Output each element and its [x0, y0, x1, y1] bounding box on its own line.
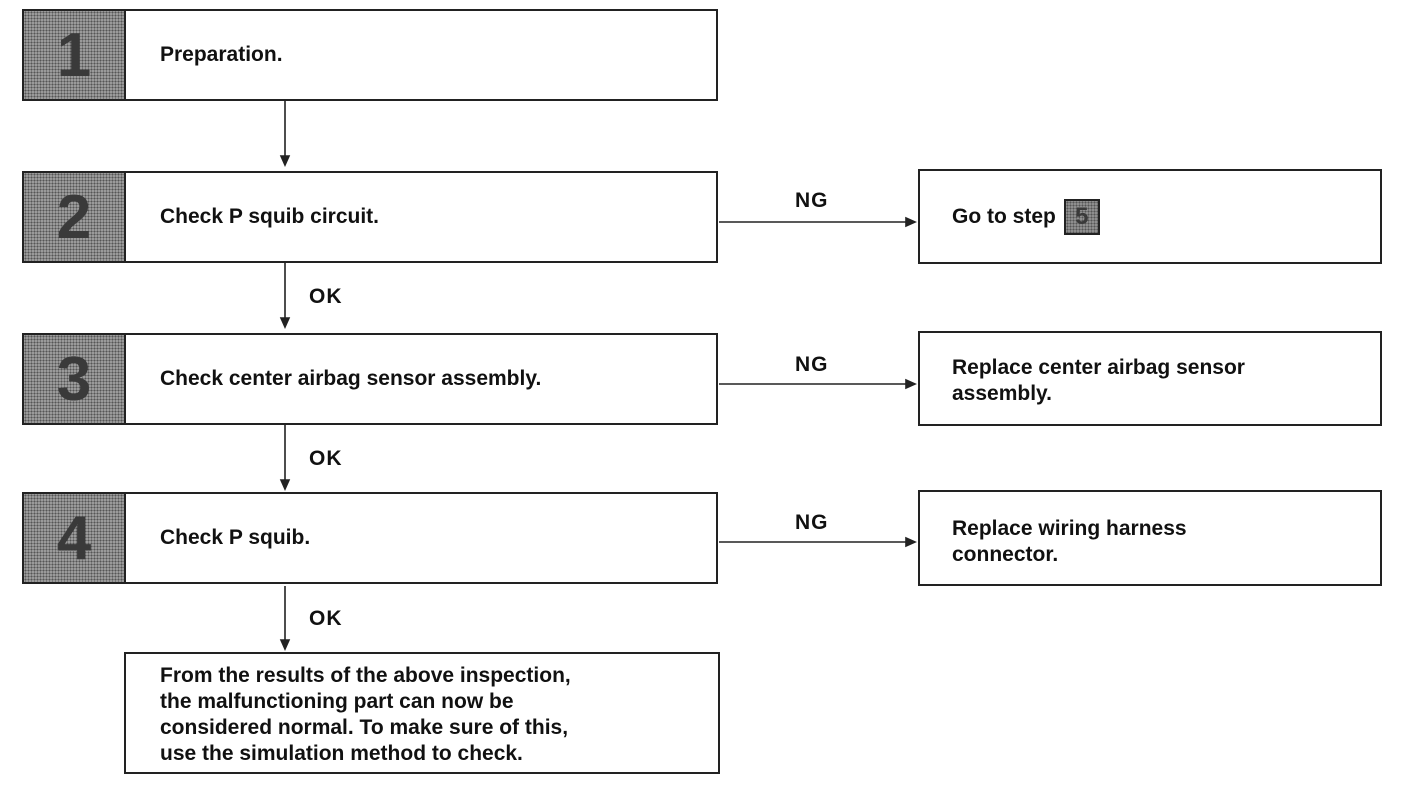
ng-label-4: NG: [795, 511, 829, 534]
result-step-3-line2: assembly.: [952, 382, 1053, 405]
ng-label-2: NG: [795, 189, 829, 212]
final-note-line1: From the results of the above inspection…: [160, 664, 571, 687]
final-note-line4: use the simulation method to check.: [160, 742, 523, 765]
step-3-number: 3: [24, 335, 126, 423]
final-note-line2: the malfunctioning part can now be: [160, 690, 514, 713]
final-note-box: From the results of the above inspection…: [124, 652, 720, 774]
step-4-box: 4 Check P squib.: [22, 492, 718, 584]
step-4-label: Check P squib.: [160, 526, 311, 549]
step-1-label: Preparation.: [160, 43, 283, 66]
result-step-2-text: Go to step: [952, 204, 1056, 228]
ng-label-3: NG: [795, 353, 829, 376]
result-step-4-line1: Replace wiring harness: [952, 517, 1187, 540]
ok-label-2: OK: [309, 285, 343, 308]
ok-label-3: OK: [309, 447, 343, 470]
step-2-number: 2: [24, 173, 126, 261]
ok-label-4: OK: [309, 607, 343, 630]
result-step-2: Go to step 5: [918, 169, 1382, 264]
step-2-box: 2 Check P squib circuit.: [22, 171, 718, 263]
step-1-number: 1: [24, 11, 126, 99]
final-note-line3: considered normal. To make sure of this,: [160, 716, 569, 739]
step-4-number: 4: [24, 494, 126, 582]
step-3-box: 3 Check center airbag sensor assembly.: [22, 333, 718, 425]
result-step-3: Replace center airbag sensor assembly.: [918, 331, 1382, 426]
step-1-box: 1 Preparation.: [22, 9, 718, 101]
result-step-4-line2: connector.: [952, 543, 1059, 566]
result-step-4: Replace wiring harness connector.: [918, 490, 1382, 586]
step-2-label: Check P squib circuit.: [160, 205, 380, 228]
result-step-3-line1: Replace center airbag sensor: [952, 356, 1245, 379]
step-5-reference: 5: [1063, 198, 1100, 235]
step-3-label: Check center airbag sensor assembly.: [160, 367, 542, 390]
